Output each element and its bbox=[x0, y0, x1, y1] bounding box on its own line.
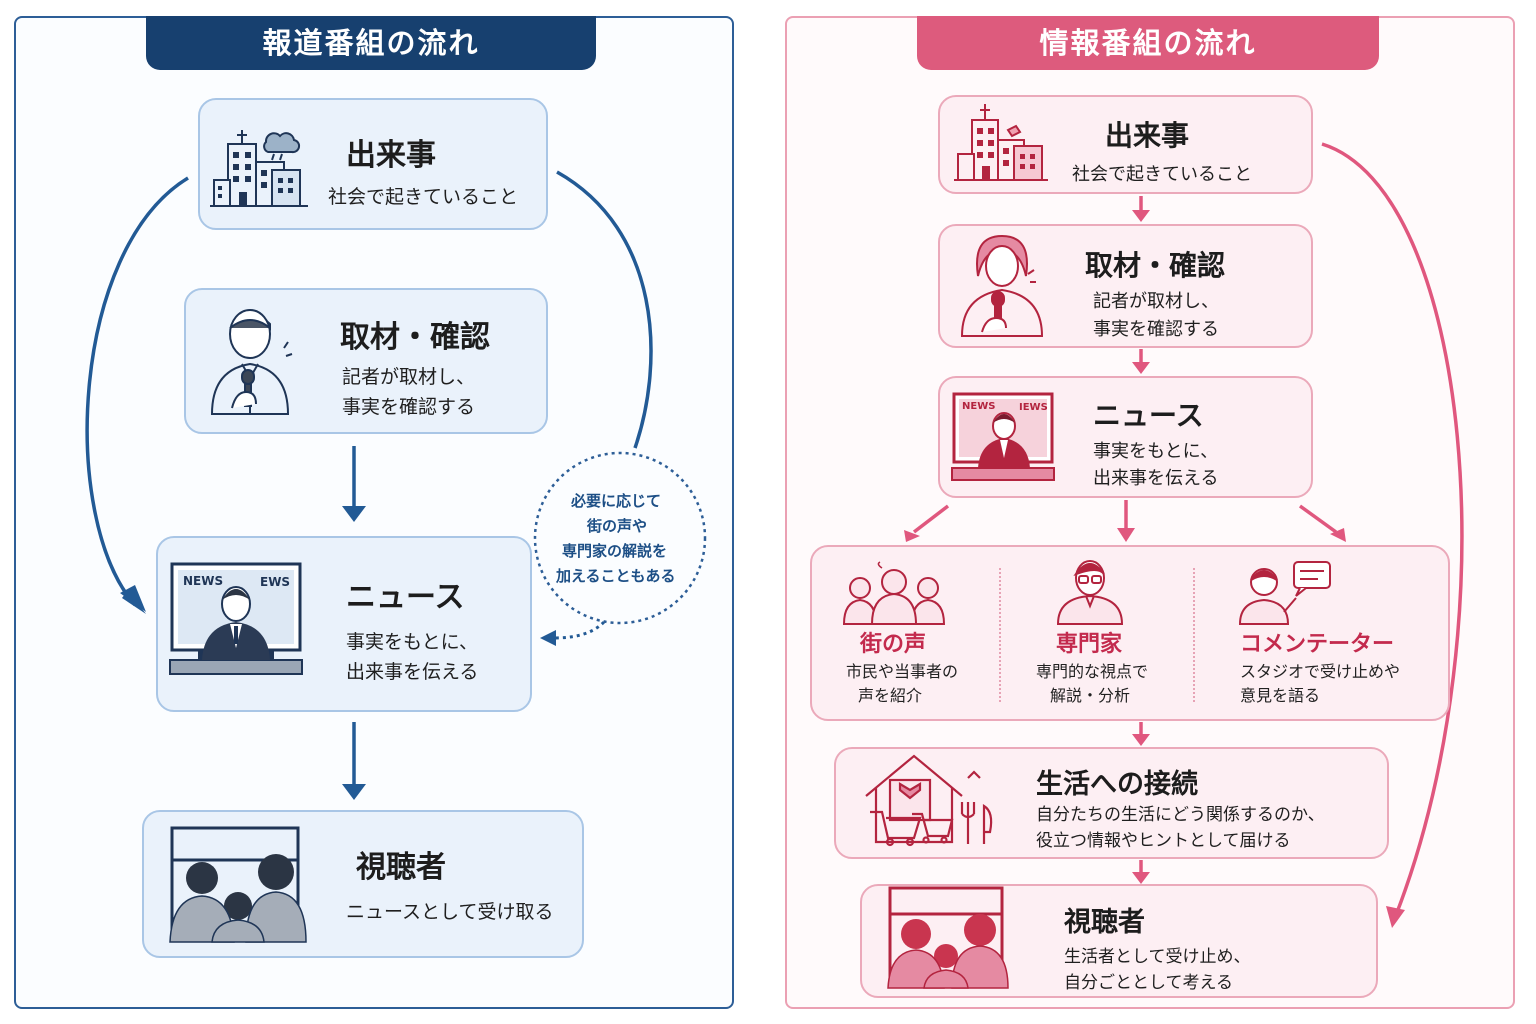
city-buildings-icon bbox=[210, 130, 308, 207]
note-line-2: 街の声や bbox=[587, 517, 648, 535]
perspective-commentator-desc-1: スタジオで受け止めや bbox=[1240, 662, 1401, 681]
left-step-event-desc: 社会で起きていること bbox=[328, 186, 519, 208]
right-step-viewers-title: 視聴者 bbox=[1064, 907, 1145, 938]
news-program-flow-title: 報道番組の流れ bbox=[146, 16, 596, 70]
perspective-expert-title: 専門家 bbox=[1056, 632, 1123, 657]
perspective-commentator-title: コメンテーター bbox=[1240, 632, 1395, 657]
right-step-news-desc-2: 出来事を伝える bbox=[1093, 468, 1219, 489]
left-step-news-desc-2: 出来事を伝える bbox=[346, 661, 479, 683]
arc-event-to-note bbox=[556, 170, 653, 449]
left-tv-label-right: EWS bbox=[260, 575, 291, 589]
perspective-street-voice-title: 街の声 bbox=[860, 632, 927, 657]
right-step-daily-life-desc-2: 役立つ情報やヒントとして届ける bbox=[1036, 831, 1291, 851]
perspective-street-voice-desc-1: 市民や当事者の bbox=[846, 662, 959, 681]
left-step-reporting-desc-2: 事実を確認する bbox=[342, 396, 476, 418]
right-step-viewers-desc-1: 生活者として受け止め、 bbox=[1064, 947, 1251, 967]
viewers-watching-icon bbox=[169, 826, 307, 943]
right-step-reporting-desc-2: 事実を確認する bbox=[1093, 319, 1219, 340]
left-step-reporting-title: 取材・確認 bbox=[340, 320, 490, 355]
right-step-news-title: ニュース bbox=[1093, 399, 1204, 432]
perspective-expert-desc-1: 専門的な視点で bbox=[1036, 662, 1149, 681]
viewers-watching-icon bbox=[887, 886, 1009, 989]
note-line-1: 必要に応じて bbox=[571, 492, 662, 510]
note-line-4: 加えることもある bbox=[556, 567, 676, 585]
info-program-flow-title: 情報番組の流れ bbox=[917, 16, 1379, 70]
perspective-expert-desc-2: 解説・分析 bbox=[1050, 686, 1131, 705]
right-step-daily-life-title: 生活への接続 bbox=[1036, 769, 1198, 800]
left-step-reporting-desc-1: 記者が取材し、 bbox=[342, 366, 476, 388]
right-step-viewers-desc-2: 自分ごととして考える bbox=[1064, 973, 1233, 993]
right-step-news-desc-1: 事実をもとに、 bbox=[1093, 441, 1219, 462]
perspective-commentator-desc-2: 意見を語る bbox=[1240, 686, 1321, 705]
divider bbox=[1193, 568, 1195, 702]
right-step-reporting-desc-1: 記者が取材し、 bbox=[1093, 291, 1219, 312]
right-step-event-desc: 社会で起きていること bbox=[1072, 164, 1252, 185]
arc-event-to-news bbox=[85, 176, 189, 607]
divider bbox=[999, 568, 1001, 702]
left-tv-label-news: NEWS bbox=[183, 574, 224, 588]
left-step-viewers-desc: ニュースとして受け取る bbox=[346, 901, 554, 923]
crowd-icon bbox=[842, 561, 946, 625]
news-anchor-tv-icon bbox=[169, 562, 303, 675]
city-buildings-icon bbox=[954, 104, 1048, 181]
right-step-event-title: 出来事 bbox=[1105, 119, 1190, 152]
reporter-microphone-icon bbox=[960, 234, 1044, 337]
perspective-street-voice-desc-2: 声を紹介 bbox=[858, 686, 923, 705]
note-line-3: 専門家の解説を bbox=[562, 542, 668, 560]
right-step-reporting-title: 取材・確認 bbox=[1085, 249, 1226, 282]
left-step-event-title: 出来事 bbox=[346, 138, 436, 173]
house-shopping-icon bbox=[865, 754, 993, 847]
right-tv-label-right: IEWS bbox=[1019, 402, 1048, 413]
left-step-viewers-title: 視聴者 bbox=[356, 850, 446, 885]
news-anchor-tv-icon bbox=[951, 392, 1055, 481]
right-tv-label-news: NEWS bbox=[962, 401, 996, 412]
right-step-daily-life-desc-1: 自分たちの生活にどう関係するのか、 bbox=[1036, 805, 1325, 825]
commentator-speech-icon bbox=[1238, 561, 1331, 625]
expert-icon bbox=[1056, 560, 1124, 625]
right-perspectives-group bbox=[810, 545, 1450, 721]
left-step-news-desc-1: 事実をもとに、 bbox=[346, 631, 479, 653]
left-step-news-title: ニュース bbox=[346, 580, 465, 615]
reporter-microphone-icon bbox=[210, 309, 293, 415]
